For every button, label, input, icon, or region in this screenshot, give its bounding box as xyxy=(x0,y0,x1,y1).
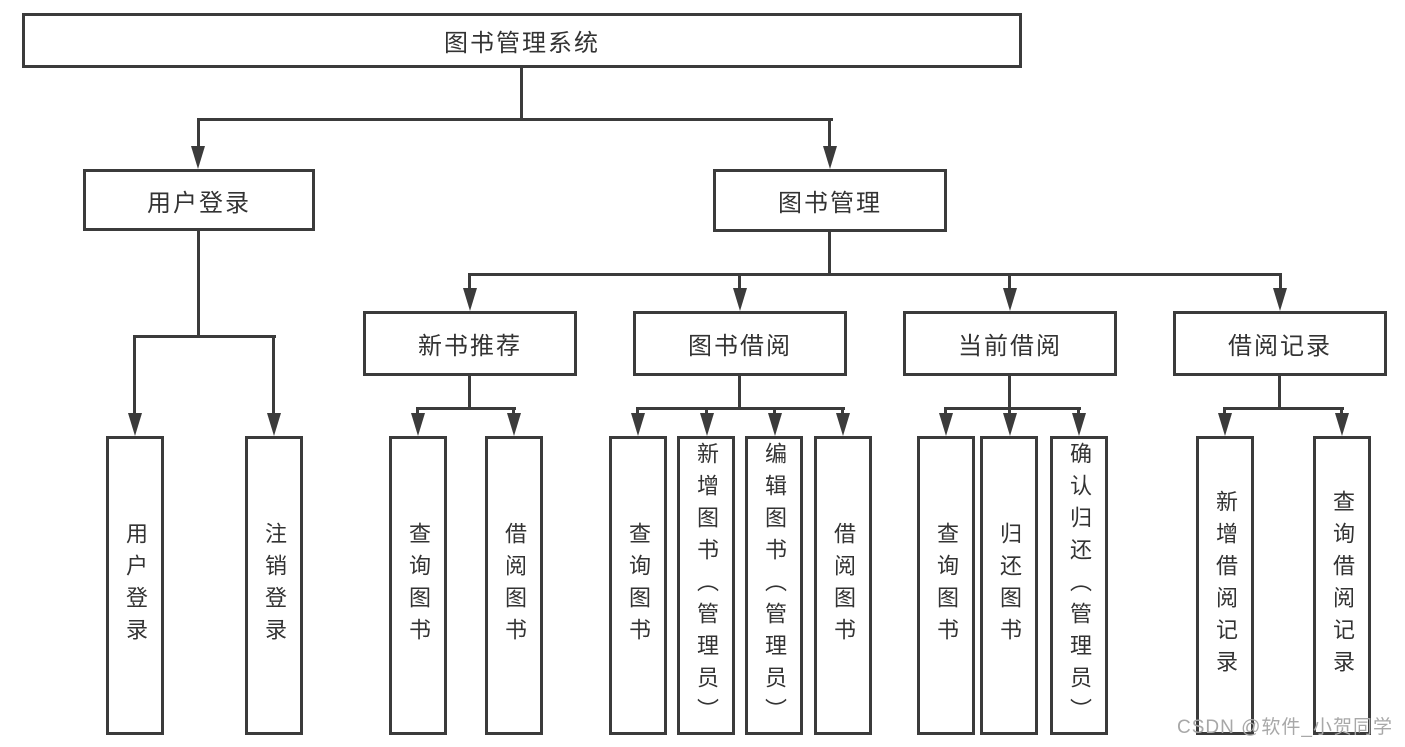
connector-line xyxy=(1223,407,1344,410)
arrow-down-icon xyxy=(733,288,747,311)
connector-line xyxy=(636,407,845,410)
arrow-down-icon xyxy=(1273,288,1287,311)
leaf-query-book-borrowing-label: 查询图书 xyxy=(626,521,651,650)
connector-line xyxy=(1008,376,1011,407)
connector-line xyxy=(1279,273,1282,290)
leaf-query-borrow-record: 查询借阅记录 xyxy=(1313,436,1371,735)
leaf-borrow-book-recommend: 借阅图书 xyxy=(485,436,543,735)
arrow-down-icon xyxy=(836,413,850,436)
connector-line xyxy=(468,376,471,407)
node-new-book-recommend-label: 新书推荐 xyxy=(418,333,522,360)
arrow-down-icon xyxy=(507,413,521,436)
arrow-down-icon xyxy=(1003,288,1017,311)
csdn-watermark: CSDN @软件_小贺同学 xyxy=(1177,717,1393,738)
connector-line xyxy=(1077,407,1080,416)
connector-line xyxy=(738,376,741,407)
arrow-down-icon xyxy=(939,413,953,436)
leaf-add-book-admin-label: 新增图书（管理员） xyxy=(694,441,719,730)
node-current-borrowing-label: 当前借阅 xyxy=(958,333,1062,360)
connector-line xyxy=(197,118,833,121)
leaf-logout: 注销登录 xyxy=(245,436,303,735)
arrow-down-icon xyxy=(1003,413,1017,436)
leaf-query-book-current-label: 查询图书 xyxy=(934,521,959,650)
leaf-borrow-book-borrowing-label: 借阅图书 xyxy=(831,521,856,650)
arrow-down-icon xyxy=(267,413,281,436)
leaf-confirm-return-admin: 确认归还（管理员） xyxy=(1050,436,1108,735)
connector-line xyxy=(828,232,831,273)
connector-line xyxy=(828,118,831,148)
arrow-down-icon xyxy=(1072,413,1086,436)
connector-line xyxy=(1278,376,1281,407)
leaf-return-book-label: 归还图书 xyxy=(997,521,1022,650)
connector-line xyxy=(773,407,776,416)
connector-line xyxy=(1340,407,1343,416)
connector-line xyxy=(197,118,200,148)
arrow-down-icon xyxy=(463,288,477,311)
leaf-query-book-recommend-label: 查询图书 xyxy=(406,521,431,650)
arrow-down-icon xyxy=(631,413,645,436)
connector-line xyxy=(636,407,639,416)
connector-line xyxy=(1008,407,1011,416)
node-user-login: 用户登录 xyxy=(83,169,315,231)
leaf-user-login: 用户登录 xyxy=(106,436,164,735)
connector-line xyxy=(468,273,1282,276)
node-book-management-label: 图书管理 xyxy=(778,190,882,217)
arrow-down-icon xyxy=(823,146,837,169)
leaf-query-borrow-record-label: 查询借阅记录 xyxy=(1330,489,1355,682)
leaf-edit-book-admin-label: 编辑图书（管理员） xyxy=(762,441,787,730)
node-root-label: 图书管理系统 xyxy=(444,30,600,57)
connector-line xyxy=(738,273,741,290)
leaf-add-book-admin: 新增图书（管理员） xyxy=(677,436,735,735)
node-book-borrowing-label: 图书借阅 xyxy=(688,333,792,360)
leaf-add-borrow-record: 新增借阅记录 xyxy=(1196,436,1254,735)
node-book-management: 图书管理 xyxy=(713,169,947,232)
arrow-down-icon xyxy=(700,413,714,436)
connector-line xyxy=(133,335,136,415)
connector-line xyxy=(416,407,419,416)
arrow-down-icon xyxy=(1218,413,1232,436)
connector-line xyxy=(1008,273,1011,290)
node-root: 图书管理系统 xyxy=(22,13,1022,68)
node-borrow-records-label: 借阅记录 xyxy=(1228,333,1332,360)
arrow-down-icon xyxy=(1335,413,1349,436)
leaf-add-borrow-record-label: 新增借阅记录 xyxy=(1213,489,1238,682)
node-new-book-recommend: 新书推荐 xyxy=(363,311,577,376)
leaf-user-login-label: 用户登录 xyxy=(123,521,148,650)
leaf-borrow-book-borrowing: 借阅图书 xyxy=(814,436,872,735)
connector-line xyxy=(520,68,523,118)
leaf-confirm-return-admin-label: 确认归还（管理员） xyxy=(1067,441,1092,730)
arrow-down-icon xyxy=(411,413,425,436)
node-borrow-records: 借阅记录 xyxy=(1173,311,1387,376)
leaf-edit-book-admin: 编辑图书（管理员） xyxy=(745,436,803,735)
connector-line xyxy=(944,407,947,416)
connector-line xyxy=(1223,407,1226,416)
leaf-logout-label: 注销登录 xyxy=(262,521,287,650)
arrow-down-icon xyxy=(191,146,205,169)
leaf-query-book-borrowing: 查询图书 xyxy=(609,436,667,735)
connector-line xyxy=(197,231,200,335)
arrow-down-icon xyxy=(128,413,142,436)
connector-line xyxy=(416,407,516,410)
leaf-borrow-book-recommend-label: 借阅图书 xyxy=(502,521,527,650)
connector-line xyxy=(512,407,515,416)
arrow-down-icon xyxy=(768,413,782,436)
leaf-return-book: 归还图书 xyxy=(980,436,1038,735)
leaf-query-book-current: 查询图书 xyxy=(917,436,975,735)
connector-line xyxy=(272,335,275,415)
connector-line xyxy=(133,335,276,338)
connector-line xyxy=(841,407,844,416)
connector-line xyxy=(468,273,471,290)
connector-line xyxy=(944,407,1081,410)
node-current-borrowing: 当前借阅 xyxy=(903,311,1117,376)
leaf-query-book-recommend: 查询图书 xyxy=(389,436,447,735)
node-user-login-label: 用户登录 xyxy=(147,189,251,217)
connector-line xyxy=(705,407,708,416)
node-book-borrowing: 图书借阅 xyxy=(633,311,847,376)
